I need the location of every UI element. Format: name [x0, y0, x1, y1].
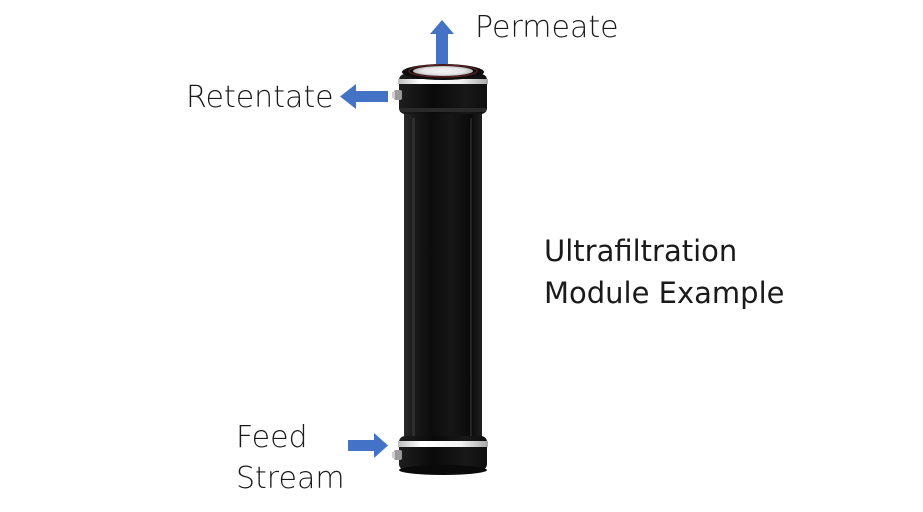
bottom-end-cap: [398, 436, 488, 475]
feed-stream-label-line2: Stream: [236, 461, 345, 496]
feed-stream-label-line1: Feed: [236, 420, 308, 455]
retentate-label: Retentate: [186, 80, 334, 115]
arrow-right-icon: [348, 433, 388, 458]
diagram-title-line1: Ultrafiltration: [544, 234, 738, 268]
top-cap-lower-band: [400, 108, 486, 112]
membrane-module: [392, 64, 488, 475]
top-cap-disc: [413, 66, 473, 76]
module-tube: [404, 112, 482, 440]
tube-highlight-right: [470, 118, 472, 436]
top-end-cap: [398, 64, 488, 114]
feed-port: [392, 450, 402, 460]
permeate-label: Permeate: [475, 10, 619, 45]
diagram-title-line2: Module Example: [544, 276, 785, 310]
tube-highlight: [412, 118, 415, 436]
arrow-left-icon: [340, 84, 388, 109]
retentate-port: [392, 90, 402, 100]
bottom-cap-base: [399, 465, 487, 475]
top-cap-band: [398, 79, 488, 84]
top-cap-seal: [408, 64, 478, 78]
arrow-up-icon: [430, 20, 454, 64]
bottom-cap-band: [398, 441, 488, 447]
